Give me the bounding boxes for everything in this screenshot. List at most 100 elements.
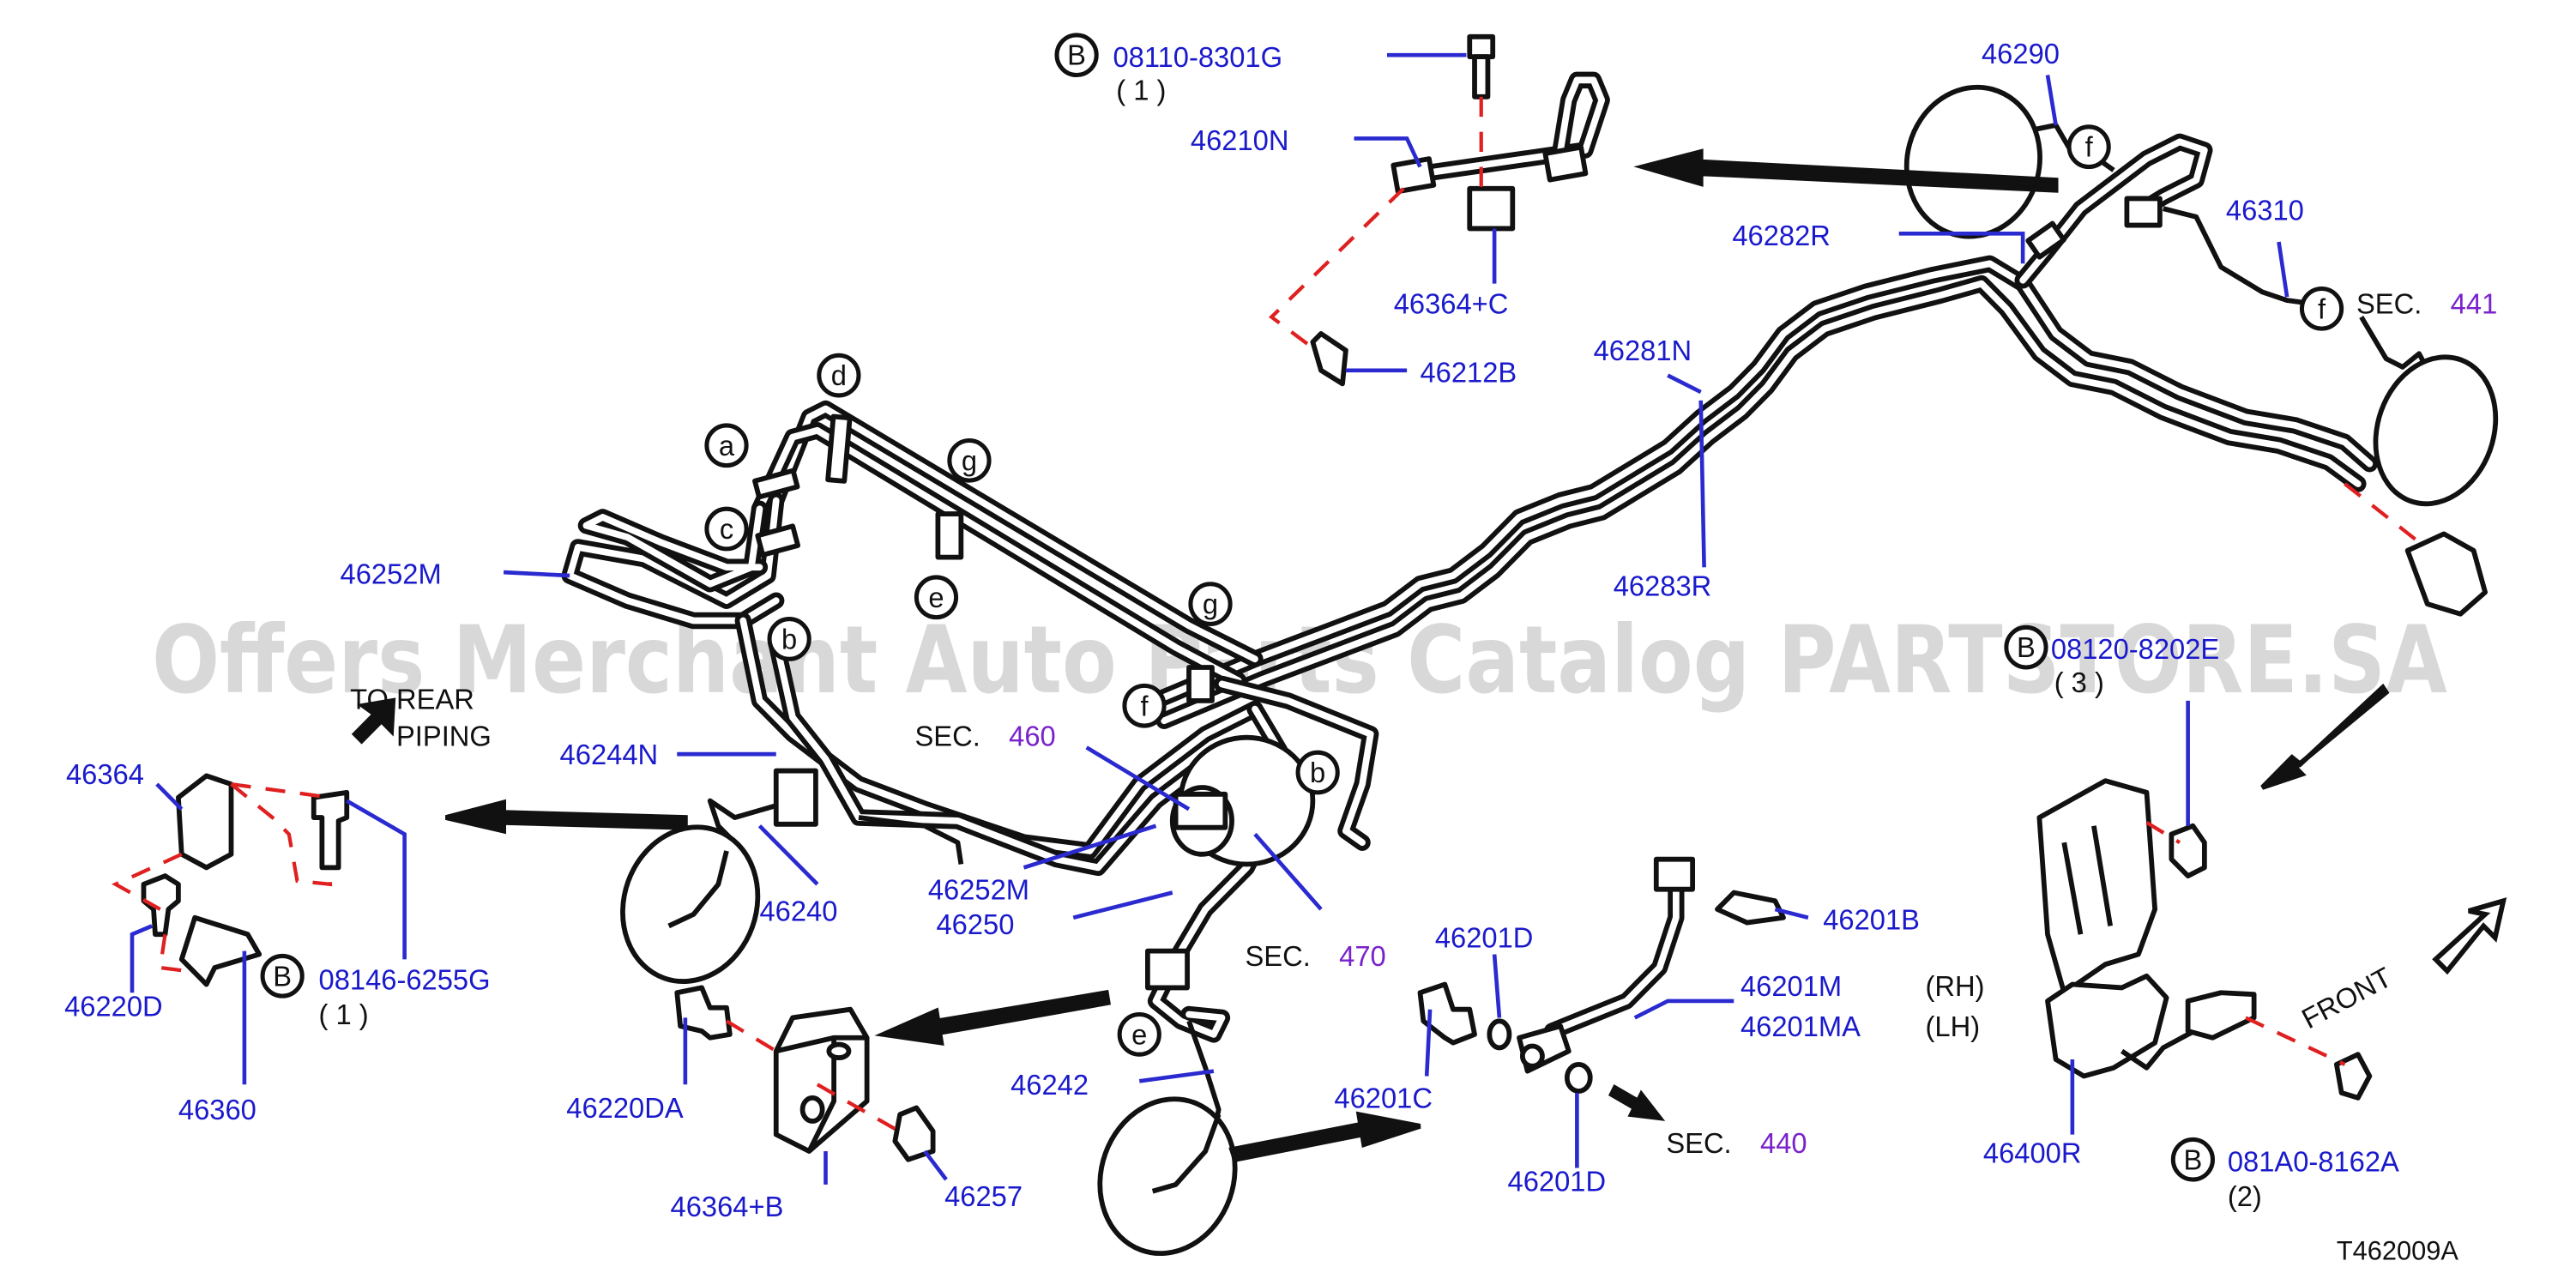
- junction-block-46240: [773, 768, 818, 827]
- bolt-08146-6255G: [311, 789, 350, 871]
- part-46201C[interactable]: 46201C: [1334, 1082, 1433, 1113]
- bolt-marker-08120: B: [2004, 624, 2048, 670]
- leader-lines: [130, 52, 2289, 1185]
- sec-441-link[interactable]: 441: [2451, 287, 2498, 319]
- sec-440-prefix: SEC.: [1666, 1127, 1731, 1159]
- svg-text:e: e: [1131, 1018, 1147, 1050]
- circle-ref-g-lower: g: [1188, 582, 1233, 626]
- sec-441-prefix: SEC.: [2356, 287, 2422, 319]
- circle-ref-e-lower: e: [1117, 1012, 1161, 1057]
- part-46283R[interactable]: 46283R: [1614, 570, 1712, 601]
- part-46281N[interactable]: 46281N: [1594, 335, 1692, 366]
- bolt-08120: [2169, 823, 2207, 879]
- part-46201M[interactable]: 46201M: [1740, 970, 1842, 1002]
- rear-left-brake-backing: [1903, 84, 2042, 239]
- part-46282R[interactable]: 46282R: [1732, 220, 1831, 251]
- part-46244N[interactable]: 46244N: [560, 739, 659, 770]
- part-08120-8202E[interactable]: 08120-8202E: [2051, 633, 2219, 665]
- svg-text:a: a: [719, 430, 735, 462]
- part-46201B[interactable]: 46201B: [1823, 903, 1920, 935]
- part-46252M-mid[interactable]: 46252M: [928, 873, 1029, 905]
- circle-ref-b-left: b: [767, 617, 811, 661]
- svg-text:f: f: [1140, 690, 1149, 721]
- circle-ref-f-right: f: [2299, 286, 2344, 331]
- clip-rear-small: [2404, 531, 2489, 617]
- clip-46364C: [1467, 185, 1516, 232]
- inset-46201M-hose: [1417, 856, 1786, 1094]
- qty-08120-8202E: ( 3 ): [2054, 667, 2104, 698]
- part-46242[interactable]: 46242: [1010, 1069, 1089, 1101]
- part-46240[interactable]: 46240: [760, 895, 838, 926]
- svg-text:g: g: [962, 444, 977, 476]
- part-46201MA[interactable]: 46201MA: [1740, 1011, 1861, 1042]
- part-46220D[interactable]: 46220D: [64, 990, 163, 1022]
- inset-46210N: [1268, 33, 1610, 387]
- bolt-marker-08146: B: [260, 953, 305, 998]
- part-46210N[interactable]: 46210N: [1191, 124, 1289, 156]
- bolt-46220DA: [674, 985, 733, 1041]
- part-46201D-top[interactable]: 46201D: [1435, 922, 1534, 954]
- sec-470-link[interactable]: 470: [1339, 940, 1386, 972]
- part-46252M-top[interactable]: 46252M: [341, 558, 442, 590]
- washer-46201D-top: [1487, 1018, 1512, 1051]
- sec-440-link[interactable]: 440: [1760, 1127, 1807, 1159]
- part-081A0-8162A[interactable]: 081A0-8162A: [2228, 1145, 2399, 1177]
- svg-text:b: b: [1310, 757, 1325, 788]
- svg-text:e: e: [928, 582, 944, 613]
- svg-text:g: g: [1203, 588, 1218, 619]
- part-46364C[interactable]: 46364+C: [1394, 287, 1509, 319]
- washer-46201D-bottom: [1564, 1061, 1593, 1094]
- side-label-rh: (RH): [1926, 970, 1985, 1002]
- clip-46201B: [1715, 890, 1786, 926]
- part-08110-8301G[interactable]: 08110-8301G: [1113, 41, 1282, 73]
- circle-ref-b-right: b: [1295, 750, 1340, 795]
- part-46212B[interactable]: 46212B: [1421, 356, 1517, 388]
- part-46250[interactable]: 46250: [936, 908, 1014, 940]
- svg-text:f: f: [2318, 293, 2326, 324]
- part-46220DA[interactable]: 46220DA: [566, 1092, 683, 1124]
- hose-end-fitting: [1653, 856, 1696, 892]
- inset-46364-bracket: [112, 773, 350, 987]
- part-46201D-bottom[interactable]: 46201D: [1508, 1166, 1607, 1198]
- part-08146-6255G[interactable]: 08146-6255G: [319, 963, 491, 995]
- qty-08146-6255G: ( 1 ): [319, 998, 369, 1030]
- note-to-rear-line2: PIPING: [396, 720, 492, 751]
- main-brake-pipe-assembly: [1147, 255, 2378, 729]
- svg-text:B: B: [2017, 631, 2036, 663]
- sec-470-prefix: SEC.: [1245, 940, 1310, 972]
- part-46364B[interactable]: 46364+B: [671, 1191, 784, 1222]
- svg-text:B: B: [2183, 1143, 2202, 1175]
- bracket-46360: [178, 914, 262, 987]
- inset-46400R-caliper: [2036, 482, 2489, 1101]
- circle-ref-f-top: f: [2066, 124, 2111, 170]
- part-46310[interactable]: 46310: [2226, 195, 2304, 226]
- sec-460-link[interactable]: 460: [1009, 720, 1056, 751]
- svg-text:B: B: [273, 960, 292, 992]
- part-46364[interactable]: 46364: [66, 758, 144, 790]
- note-to-rear-line1: TO REAR: [350, 683, 474, 715]
- svg-text:c: c: [720, 513, 733, 545]
- circle-ref-a: a: [704, 423, 749, 468]
- note-front: FRONT: [2296, 961, 2397, 1035]
- diagram-code: T462009A: [2337, 1235, 2458, 1265]
- svg-text:B: B: [1067, 39, 1086, 71]
- circle-ref-c: c: [704, 506, 749, 552]
- part-46360[interactable]: 46360: [178, 1094, 256, 1125]
- qty-081A0-8162A: (2): [2228, 1180, 2262, 1212]
- bolt-46220D: [141, 873, 181, 938]
- bolt-marker-08110: B: [1054, 33, 1099, 78]
- svg-text:d: d: [831, 359, 847, 391]
- pad-clip: [2185, 990, 2257, 1041]
- front-right-brake-backing: [1097, 1096, 1238, 1257]
- front-pipe-cluster: [561, 400, 1379, 1161]
- bushing-46257: [892, 1105, 936, 1162]
- qty-08110-8301G: ( 1 ): [1116, 75, 1166, 106]
- part-46400R[interactable]: 46400R: [1983, 1137, 2082, 1168]
- part-46290[interactable]: 46290: [1982, 38, 2060, 69]
- bolt-marker-081A0: B: [2170, 1137, 2216, 1182]
- bolt-08110-8301G: [1467, 33, 1496, 60]
- bolt-081A0-8162A: [2333, 1052, 2373, 1101]
- part-46257[interactable]: 46257: [944, 1180, 1023, 1212]
- rear-right-brake-backing: [2373, 354, 2499, 507]
